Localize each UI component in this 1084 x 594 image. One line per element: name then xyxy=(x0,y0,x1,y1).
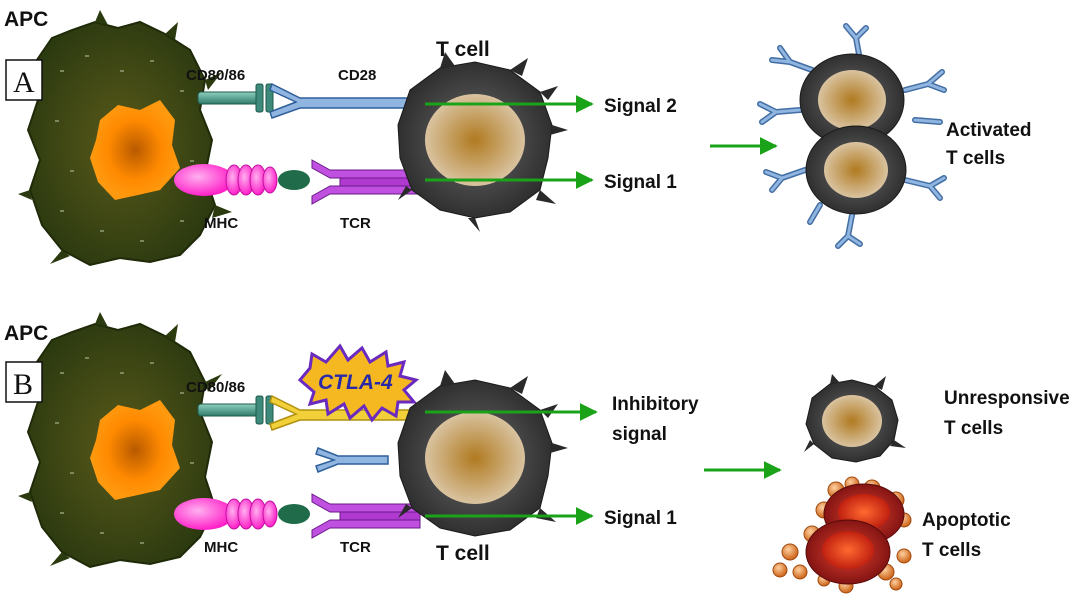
cd80-ligand-b xyxy=(197,395,274,425)
tcr-label-b: TCR xyxy=(340,539,371,556)
mhc-label-a: MHC xyxy=(204,215,238,232)
t-cell-a xyxy=(397,52,568,232)
inhibitory-label-line2: signal xyxy=(612,424,667,445)
apoptotic-label-line1: Apoptotic xyxy=(922,510,1011,531)
signal2-label-a: Signal 2 xyxy=(604,96,677,117)
t-cell-label-a: T cell xyxy=(436,38,490,61)
panel-b-box xyxy=(5,361,43,403)
apoptotic-t-cells xyxy=(772,476,912,594)
mhc-a xyxy=(174,164,278,196)
unresponsive-t-cell xyxy=(804,374,906,463)
apc-cell-b xyxy=(18,312,232,569)
tcr-label-a: TCR xyxy=(340,215,371,232)
signal1-label-a: Signal 1 xyxy=(604,172,677,193)
cd80-label-b: CD80/86 xyxy=(186,379,245,396)
unresponsive-label-line1: Unresponsive xyxy=(944,388,1070,409)
mhc-label-b: MHC xyxy=(204,539,238,556)
unresponsive-label-line2: T cells xyxy=(944,418,1003,439)
mhc-b xyxy=(174,498,278,530)
apoptotic-label-line2: T cells xyxy=(922,540,981,561)
tcr-b xyxy=(311,493,421,539)
cd28-receptor-b xyxy=(315,447,389,473)
signal1-label-b: Signal 1 xyxy=(604,508,677,529)
activated-t-cells xyxy=(757,23,947,249)
cd28-label-a: CD28 xyxy=(338,67,376,84)
peptide-b xyxy=(278,504,310,524)
panel-a: APC A CD80/86 CD28 MHC xyxy=(4,8,1032,267)
apc-cell-a xyxy=(18,10,232,267)
activated-label-line2: T cells xyxy=(946,148,1005,169)
panel-a-box xyxy=(5,59,43,101)
panel-a-label: A xyxy=(13,66,35,99)
ctla4-label: CTLA-4 xyxy=(318,371,393,394)
cd80-label-a: CD80/86 xyxy=(186,67,245,84)
cd28-receptor-a xyxy=(269,82,421,119)
t-cell-label-b: T cell xyxy=(436,542,490,565)
apc-label-b: APC xyxy=(4,322,48,345)
activated-label-line1: Activated xyxy=(946,120,1032,141)
inhibitory-label-line1: Inhibitory xyxy=(612,394,699,415)
t-cell-b xyxy=(397,370,568,537)
ctla4-starburst xyxy=(297,343,420,423)
apc-label-a: APC xyxy=(4,8,48,31)
panel-b-label: B xyxy=(13,368,33,401)
panel-b: APC B CD80/86 CTLA-4 MHC xyxy=(4,312,1070,594)
peptide-a xyxy=(278,170,310,190)
